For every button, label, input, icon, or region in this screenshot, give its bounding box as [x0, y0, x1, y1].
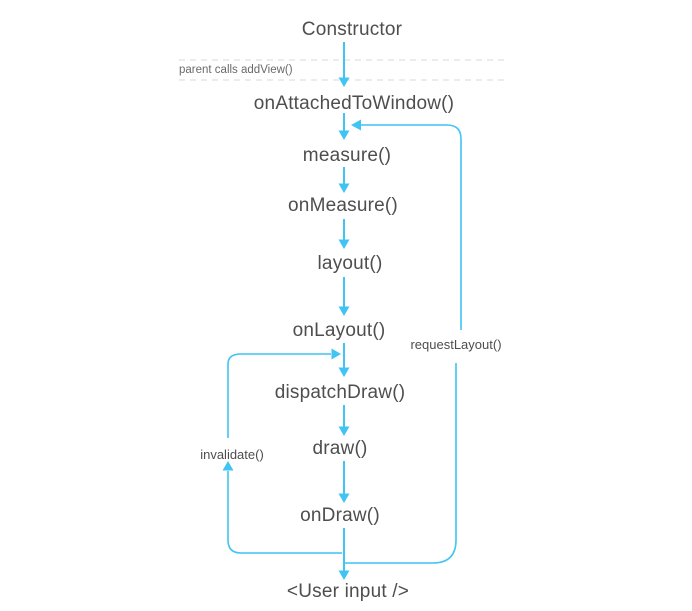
node-on-layout: onLayout()	[292, 320, 386, 341]
node-dispatch-draw: dispatchDraw()	[274, 382, 406, 403]
node-draw: draw()	[312, 438, 368, 459]
node-layout: layout()	[317, 253, 383, 274]
node-measure: measure()	[302, 145, 392, 166]
request-layout-loop	[345, 119, 462, 564]
node-on-attached-to-window: onAttachedToWindow()	[253, 93, 455, 114]
node-on-draw: onDraw()	[300, 505, 380, 526]
node-constructor: Constructor	[301, 19, 403, 40]
label-invalidate: invalidate()	[200, 447, 264, 462]
node-on-measure: onMeasure()	[288, 195, 398, 216]
main-flow-arrows	[338, 42, 350, 580]
label-parent-calls-addview: parent calls addView()	[179, 64, 293, 76]
invalidate-loop	[222, 348, 342, 554]
node-user-input: <User input />	[286, 581, 410, 602]
label-request-layout: requestLayout()	[410, 337, 502, 352]
